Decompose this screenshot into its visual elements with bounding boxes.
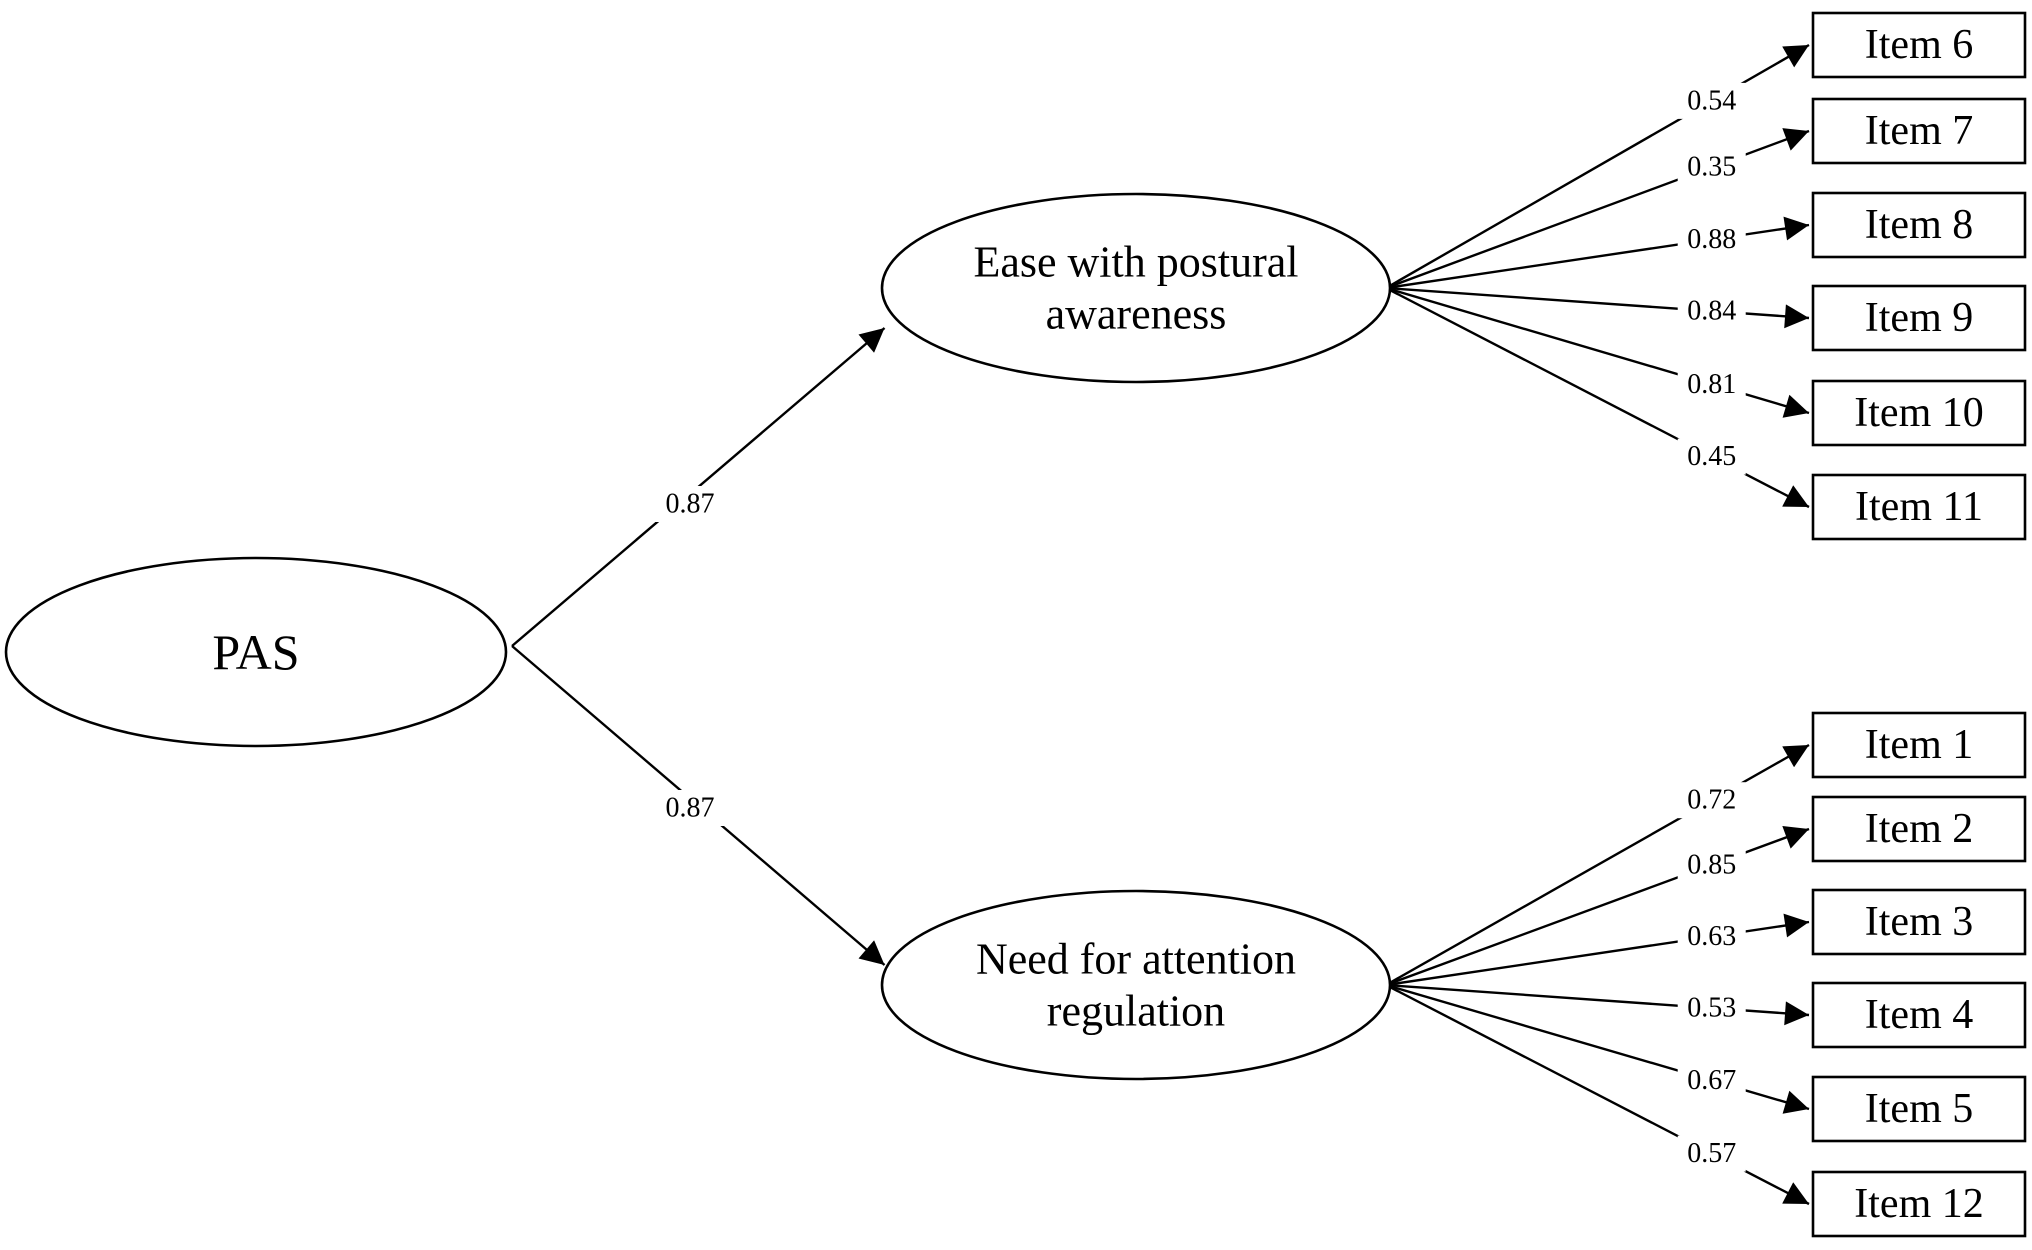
factor-loading: 0.63	[1687, 921, 1736, 952]
loading-label-bg	[1677, 366, 1746, 403]
item-label: Item 5	[1865, 1086, 1973, 1132]
root-ellipse	[4, 556, 508, 748]
item-box	[1811, 11, 2027, 79]
loading-label-bg	[1677, 990, 1746, 1027]
item-label: Item 3	[1865, 899, 1973, 945]
item-node: Item 6	[1811, 11, 2027, 79]
item-box	[1811, 711, 2027, 779]
item-label: Item 11	[1855, 484, 1983, 530]
loading-label-bg	[1677, 82, 1746, 119]
path-coefficient-1: 0.87	[666, 489, 715, 520]
root-node: PAS	[4, 556, 508, 748]
loading-label-bg	[1677, 846, 1746, 883]
item-label: Item 8	[1865, 202, 1973, 248]
loading-label-bg	[1677, 782, 1746, 819]
item-box	[1811, 379, 2027, 447]
item-box	[1811, 97, 2027, 165]
item-node: Item 1	[1811, 711, 2027, 779]
factor-label-line: awareness	[1046, 290, 1227, 339]
item-box	[1811, 284, 2027, 352]
item-node: Item 10	[1811, 379, 2027, 447]
factor-loading: 0.54	[1687, 85, 1736, 116]
loading-label-bg	[1677, 918, 1746, 955]
item-label: Item 7	[1865, 108, 1973, 154]
path-label-bg	[654, 486, 726, 522]
item-node: Item 2	[1811, 795, 2027, 863]
item-node: Item 4	[1811, 981, 2027, 1049]
item-label: Item 1	[1865, 722, 1973, 768]
item-node: Item 12	[1811, 1170, 2027, 1238]
item-box	[1811, 1170, 2027, 1238]
root-label: PAS	[212, 624, 299, 680]
loading-label-bg	[1677, 438, 1746, 475]
factor-loading: 0.67	[1687, 1065, 1736, 1096]
item-label: Item 9	[1865, 295, 1973, 341]
item-node: Item 9	[1811, 284, 2027, 352]
item-label: Item 10	[1854, 390, 1983, 436]
factor-loading: 0.45	[1687, 441, 1736, 472]
path-label-bg	[654, 790, 726, 826]
factor-loading: 0.57	[1687, 1138, 1736, 1169]
item-label: Item 4	[1865, 992, 1973, 1038]
item-node: Item 5	[1811, 1075, 2027, 1143]
factor-label-line: Need for attention	[976, 935, 1296, 984]
item-node: Item 8	[1811, 191, 2027, 259]
item-label: Item 2	[1865, 806, 1973, 852]
loading-label-bg	[1677, 1062, 1746, 1099]
factor-loading: 0.72	[1687, 785, 1736, 816]
factor-label-line: Ease with postural	[973, 238, 1298, 287]
factor-loading: 0.85	[1687, 849, 1736, 880]
factor-loading: 0.88	[1687, 224, 1736, 255]
item-box	[1811, 191, 2027, 259]
item-node: Item 11	[1811, 473, 2027, 541]
path-coefficient-2: 0.87	[666, 793, 715, 824]
item-label: Item 6	[1865, 22, 1973, 68]
item-box	[1811, 888, 2027, 956]
factor-label-line: regulation	[1047, 987, 1225, 1036]
loading-label-bg	[1677, 149, 1746, 186]
loading-label-bg	[1677, 1135, 1746, 1172]
loading-label-bg	[1677, 293, 1746, 330]
item-box	[1811, 473, 2027, 541]
loading-label-bg	[1677, 221, 1746, 258]
factor-ellipse	[880, 192, 1392, 384]
item-box	[1811, 981, 2027, 1049]
labels-layer: 0.87 0.54 0.35 0.88 0.84 0.81 0.45 0.87 0.72 0.85…	[654, 82, 1746, 1172]
item-box	[1811, 795, 2027, 863]
factor-loading: 0.81	[1687, 369, 1736, 400]
item-label: Item 12	[1854, 1181, 1983, 1227]
item-node: Item 7	[1811, 97, 2027, 165]
factor-loading: 0.35	[1687, 152, 1736, 183]
factor-ellipse	[880, 889, 1392, 1081]
item-box	[1811, 1075, 2027, 1143]
factor-loading: 0.53	[1687, 993, 1736, 1024]
factor-loading: 0.84	[1687, 296, 1736, 327]
item-node: Item 3	[1811, 888, 2027, 956]
